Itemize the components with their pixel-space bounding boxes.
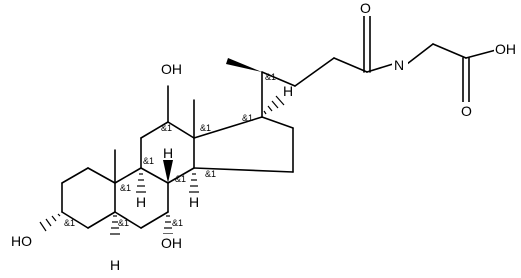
bond-c11-c12 bbox=[140, 121, 169, 139]
bond-c10-c1 bbox=[87, 167, 116, 184]
wedge-c8-h bbox=[163, 160, 173, 183]
stereo-c9: &1 bbox=[143, 156, 154, 166]
label-o-amide: O bbox=[360, 0, 371, 16]
stereo-bond-layer bbox=[39, 58, 285, 235]
bond-n-ch2 bbox=[406, 43, 434, 65]
stereo-c14: &1 bbox=[205, 169, 216, 179]
stereo-c8: &1 bbox=[175, 174, 186, 184]
label-h-c8: H bbox=[163, 145, 173, 161]
stereo-c7: &1 bbox=[172, 218, 183, 228]
atom-label-layer: OH O N OH O HO OH H H H H H bbox=[10, 0, 520, 273]
bond-layer bbox=[61, 15, 497, 229]
stereo-c13: &1 bbox=[200, 123, 211, 133]
hash-c14-h bbox=[189, 173, 199, 193]
stereo-mark-layer: &1 &1 &1 &1 &1 &1 &1 &1 &1 &1 &1 bbox=[64, 72, 276, 228]
bond-c15-c14 bbox=[193, 167, 294, 173]
bond-c4-c5 bbox=[87, 211, 116, 229]
wedge-c20-methyl bbox=[226, 58, 262, 72]
stereo-c3: &1 bbox=[64, 218, 75, 228]
label-h-c5: H bbox=[110, 257, 120, 273]
label-ho-c3: HO bbox=[11, 233, 32, 249]
bond-c6-c5 bbox=[114, 211, 142, 229]
stereo-c10: &1 bbox=[120, 183, 131, 193]
bond-c24-n bbox=[366, 63, 394, 73]
label-h-c9: H bbox=[136, 194, 146, 210]
bond-c10-c9 bbox=[114, 167, 142, 184]
label-h-c17: H bbox=[283, 83, 293, 99]
bond-c7-c6 bbox=[140, 211, 169, 229]
bond-ch2-cooh bbox=[432, 43, 467, 59]
bond-cooh-oh bbox=[465, 49, 497, 59]
bond-c17-c16 bbox=[261, 116, 294, 129]
bond-c9-c8 bbox=[140, 167, 169, 184]
label-h-c14: H bbox=[189, 194, 199, 210]
bond-c12-c13 bbox=[167, 121, 195, 139]
hash-c5-h bbox=[110, 215, 120, 235]
hash-c9-h bbox=[136, 173, 146, 193]
label-n-amide: N bbox=[394, 57, 404, 73]
label-o-acid: O bbox=[461, 103, 472, 119]
hash-c3-oh bbox=[39, 213, 61, 232]
stereo-c12: &1 bbox=[161, 123, 172, 133]
hash-c17-h bbox=[263, 95, 285, 115]
stereo-c20: &1 bbox=[265, 72, 276, 82]
label-oh-c7: OH bbox=[161, 235, 182, 251]
bond-c23-c24 bbox=[333, 57, 368, 73]
stereo-c5: &1 bbox=[118, 218, 129, 228]
stereo-c17: &1 bbox=[242, 113, 253, 123]
bond-c1-c2 bbox=[61, 167, 89, 184]
bond-c13-c17 bbox=[193, 116, 263, 139]
bond-c14-c8 bbox=[167, 167, 195, 184]
label-oh-acid: OH bbox=[495, 41, 516, 57]
label-oh-c12: OH bbox=[161, 61, 182, 77]
bond-c20-c22 bbox=[261, 71, 296, 87]
bond-c22-c23 bbox=[294, 57, 335, 87]
bond-c3-c4 bbox=[61, 211, 89, 229]
